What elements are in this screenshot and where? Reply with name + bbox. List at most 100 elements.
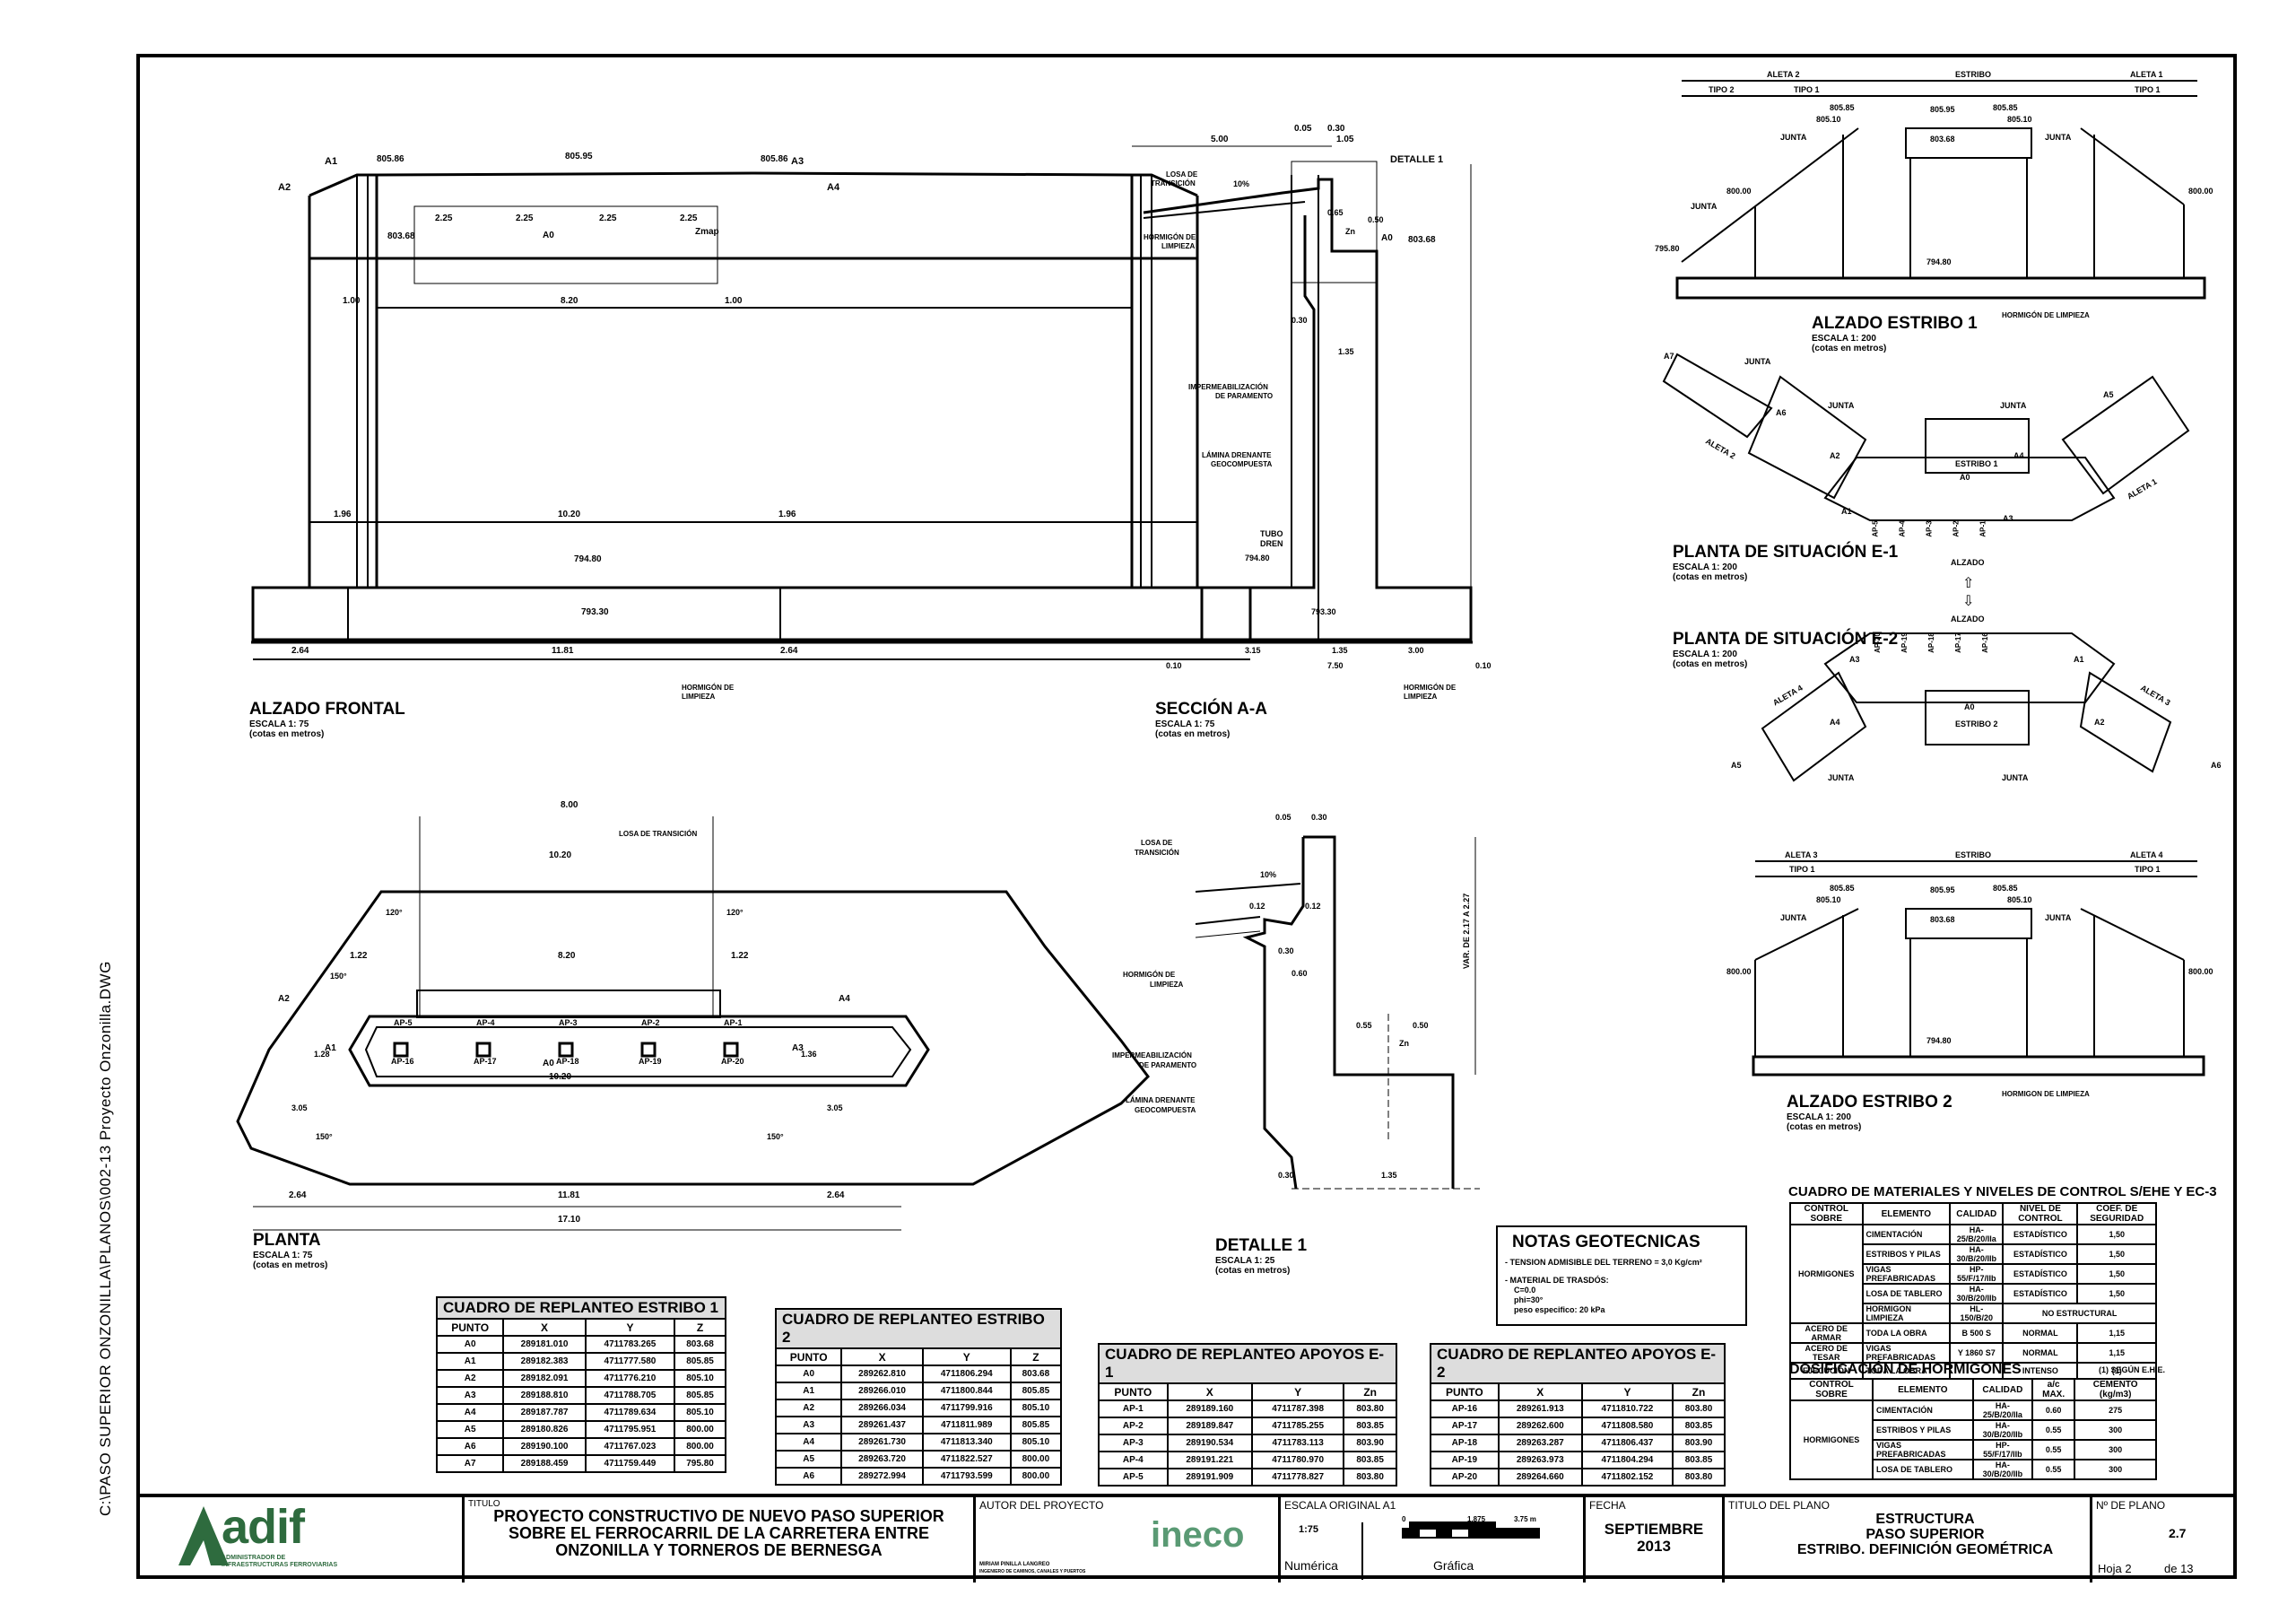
point-label-a1: A1 — [2074, 655, 2084, 664]
junta-label: JUNTA — [1828, 773, 1855, 782]
column-header: CONTROL SOBRE — [1788, 1378, 1874, 1401]
project-title-line: ONZONILLA Y TORNEROS DE BERNESGA — [555, 1541, 883, 1559]
table-cell: NORMAL — [2002, 1322, 2079, 1344]
view-title: PLANTA DE SITUACIÓN E-2 — [1673, 630, 1899, 649]
dim-label: 2.64 — [827, 1190, 845, 1200]
support-label: AP-1 — [1979, 520, 1987, 537]
table-cell: 289181.010 — [502, 1335, 587, 1354]
adif-subtitle-line: ADMINISTRADOR DE — [222, 1555, 286, 1561]
aleta-label: ALETA 4 — [2130, 850, 2163, 859]
table-cell: 0.60 — [2031, 1399, 2076, 1421]
table-cell: ESTRIBOS Y PILAS — [1872, 1419, 1974, 1441]
table-cell: 803.90 — [1343, 1434, 1397, 1452]
hoja-number: Hoja 2 — [2098, 1562, 2132, 1575]
losa-transicion-label: LOSA DE — [1141, 839, 1173, 847]
losa-transicion-label: TRANSICIÓN — [1151, 179, 1196, 187]
estribo-label: ESTRIBO 2 — [1955, 719, 1998, 728]
table-cell: 4711783.113 — [1250, 1434, 1345, 1452]
planta-situacion-e2-drawing — [1761, 632, 2172, 782]
point-label-a4: A4 — [1830, 718, 1840, 727]
alzado-direction-label: ALZADO — [1951, 558, 1985, 567]
scale-bar-tick: 3.75 m — [1514, 1515, 1536, 1523]
arrow-down-icon: ⇩ — [1962, 594, 1975, 609]
table-cell: AP-20 — [1430, 1468, 1500, 1487]
table-cell: 4711810.722 — [1580, 1399, 1674, 1418]
adif-subtitle-line: INFRAESTRUCTURAS FERROVIARIAS — [222, 1562, 338, 1568]
point-label-a2: A2 — [278, 182, 291, 193]
table-cell: 289261.437 — [840, 1416, 924, 1434]
table-cell: HA-30/B/20/IIb — [1971, 1459, 2033, 1480]
table-cell: A1 — [435, 1352, 505, 1371]
hormigon-limpieza-label: LIMPIEZA — [1404, 693, 1438, 701]
dim-label: 1.00 — [343, 296, 361, 306]
view-units: (cotas en metros) — [1673, 659, 1748, 669]
elevation-label: 803.68 — [1930, 135, 1955, 144]
table-cell: 1,50 — [2076, 1224, 2157, 1245]
zmap-label: Zmap — [695, 227, 719, 237]
project-title-line: PROYECTO CONSTRUCTIVO DE NUEVO PASO SUPE… — [493, 1507, 944, 1525]
hormigon-limpieza-label: HORMIGÓN DE LIMPIEZA — [2002, 311, 2090, 319]
dim-label: 11.81 — [552, 646, 574, 656]
support-label: AP-16 — [1980, 632, 1989, 653]
elevation-label: 805.10 — [1816, 115, 1841, 124]
elevation-label: 805.85 — [1993, 103, 2018, 112]
table-cell: 805.10 — [674, 1403, 726, 1422]
view-units: (cotas en metros) — [1787, 1122, 1862, 1132]
table-cell — [1949, 1362, 2005, 1380]
table-title: CUADRO DE REPLANTEO ESTRIBO 1 — [436, 1296, 726, 1318]
table-cell: 289266.034 — [840, 1399, 924, 1417]
slope-label: 10% — [1233, 179, 1250, 188]
column-header: X — [1166, 1382, 1253, 1401]
support-label: AP-1 — [724, 1018, 743, 1027]
table-cell: (1) — [2076, 1362, 2157, 1380]
point-label-a5: A5 — [1731, 761, 1742, 770]
table-cell: 289191.909 — [1166, 1468, 1253, 1487]
column-header: CALIDAD — [1949, 1202, 2005, 1225]
angle-label: 150° — [330, 972, 347, 981]
table-cell: 803.80 — [1343, 1399, 1397, 1418]
elevation-label: 794.80 — [1926, 257, 1952, 266]
table-cell: 0.55 — [2031, 1459, 2076, 1480]
alzado-direction-label: ALZADO — [1951, 615, 1985, 623]
column-header: X — [1497, 1382, 1583, 1401]
dim-label: 0.30 — [1278, 1171, 1294, 1180]
notes-line: peso especifico: 20 kPa — [1514, 1305, 1605, 1314]
elevation-label: 803.68 — [387, 231, 415, 241]
table-cell: NO ESTRUCTURAL — [2002, 1303, 2157, 1324]
view-title: ALZADO ESTRIBO 2 — [1787, 1093, 1952, 1112]
elevation-label: 805.86 — [761, 154, 788, 164]
table-cell: HA-30/B/20/IIb — [1949, 1283, 2005, 1304]
table-cell: A3 — [435, 1386, 505, 1405]
dim-label: 0.30 — [1311, 813, 1327, 822]
table-cell: 1,15 — [2076, 1342, 2157, 1364]
elevation-label: 800.00 — [2188, 187, 2213, 196]
column-header: CEMENTO (kg/m3) — [2074, 1378, 2157, 1401]
notes-line: phi=30° — [1514, 1295, 1544, 1304]
view-scale: ESCALA 1: 75 — [1155, 719, 1215, 729]
view-title-planta-e1: PLANTA DE SITUACIÓN E-1 ESCALA 1: 200 (c… — [1673, 543, 1898, 582]
dim-label: 0.05 — [1294, 124, 1312, 134]
point-label-a2: A2 — [2094, 718, 2105, 727]
view-scale: ESCALA 1: 75 — [249, 719, 309, 729]
table-cell: AP-16 — [1430, 1399, 1500, 1418]
fecha-year: 2013 — [1637, 1538, 1671, 1555]
table-cell: A5 — [774, 1450, 843, 1469]
dim-label: 1.36 — [801, 1050, 817, 1059]
point-label-a0: A0 — [1964, 702, 1975, 711]
table-cell: 289189.160 — [1166, 1399, 1253, 1418]
dim-label: 0.10 — [1166, 661, 1182, 670]
junta-label: JUNTA — [1780, 913, 1807, 922]
table-cell: HA-25/B/20/IIa — [1971, 1399, 2033, 1421]
title-block: adif ADMINISTRADOR DE INFRAESTRUCTURAS F… — [136, 1494, 2237, 1582]
point-label-a7: A7 — [1664, 352, 1674, 361]
table-cell: A5 — [435, 1420, 505, 1439]
table-cell: VIGAS PREFABRICADAS — [1861, 1342, 1952, 1364]
planta-situacion-e1-drawing — [1662, 353, 2190, 521]
column-header: X — [840, 1347, 924, 1366]
notes-title: NOTAS GEOTECNICAS — [1512, 1233, 1700, 1251]
table-cell: A2 — [435, 1369, 505, 1388]
aleta-label: ALETA 3 — [1785, 850, 1818, 859]
